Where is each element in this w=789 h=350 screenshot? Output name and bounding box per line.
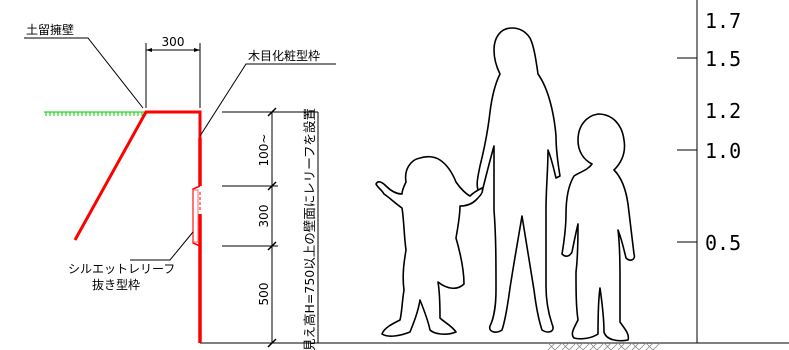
vertical-installation-note: 見え高H=750以上の壁面にレリーフを設置 — [302, 108, 317, 350]
formwork-label: 木目化粧型枠 — [248, 49, 320, 63]
height-scale-bar — [677, 0, 698, 343]
child-silhouette-left — [375, 155, 484, 337]
leader-lines — [24, 37, 336, 261]
retaining-wall-profile — [73, 110, 202, 343]
dimension-vertical-chain — [222, 111, 319, 343]
relief-label-line2: 抜き型枠 — [92, 278, 140, 292]
dimension-ticks — [267, 107, 277, 348]
relief-form — [192, 185, 201, 247]
dimension-lower-label: 500 — [257, 283, 271, 306]
dimension-top-width-label: 300 — [162, 35, 185, 49]
dimension-middle-label: 300 — [257, 205, 271, 228]
height-scale-label-0-5: 0.5 — [705, 231, 741, 255]
child-silhouette-right — [561, 113, 636, 342]
adult-silhouette — [476, 27, 561, 333]
dimension-upper-label: 100~ — [257, 134, 271, 167]
relief-label-line1: シルエットレリーフ — [68, 262, 175, 276]
height-scale-label-1-7: 1.7 — [705, 9, 741, 33]
height-scale-label-1-0: 1.0 — [705, 139, 741, 163]
ground-line — [200, 342, 789, 350]
dimension-top-width — [145, 43, 201, 108]
retaining-wall-label: 土留擁壁 — [26, 22, 74, 37]
height-scale-label-1-5: 1.5 — [705, 47, 741, 71]
ground-surface — [44, 111, 146, 116]
height-scale-label-1-2: 1.2 — [705, 99, 741, 123]
